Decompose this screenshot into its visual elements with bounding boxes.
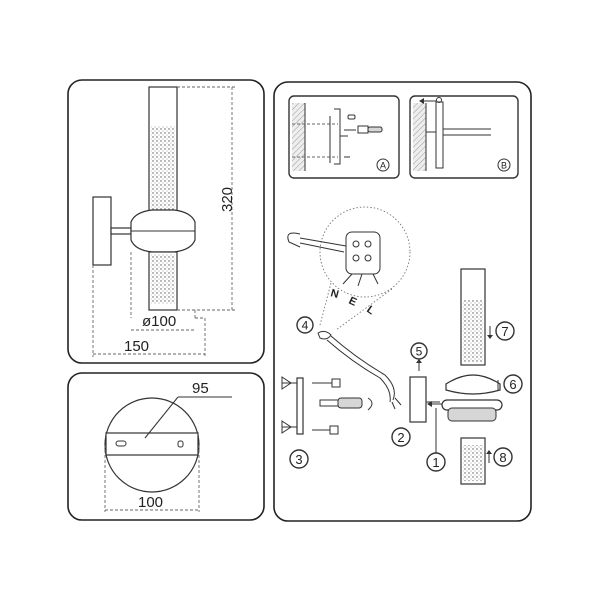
detail-b: B — [409, 95, 519, 179]
step-8-arrow-icon — [486, 450, 492, 454]
plate-height-leader — [144, 396, 179, 439]
step-3-label: 3 — [295, 452, 302, 467]
detail-a-frame — [288, 95, 400, 179]
detail-b-frame — [409, 95, 519, 179]
mounting-slot-left — [115, 440, 127, 447]
plate-diameter-label: 100 — [138, 494, 163, 511]
diameter-label: ø100 — [142, 313, 176, 330]
step-7-badge — [495, 321, 515, 341]
mains-cable-b — [326, 339, 391, 403]
hub-arrow-icon — [427, 401, 432, 407]
screw-top-head — [331, 378, 341, 388]
wire-lead-b — [299, 242, 345, 253]
terminal-leads — [342, 273, 379, 287]
wire-hook — [287, 232, 301, 248]
detail-a-dowel — [347, 114, 356, 120]
detail-a: A — [288, 95, 400, 179]
installation-frame — [273, 81, 532, 522]
mounting-bracket — [296, 377, 304, 435]
detail-b-label: B — [501, 161, 507, 171]
magnifier-tangent-left — [319, 282, 332, 326]
lamp-arm — [110, 227, 132, 235]
step-1-label: 1 — [432, 455, 439, 470]
bracket-top-pin — [281, 376, 297, 390]
plate-assembly: 2 5 1 — [391, 342, 446, 472]
plate-view-panel: 95 100 — [67, 372, 265, 521]
projection-label: 150 — [124, 338, 149, 355]
terminal-screw-2 — [364, 240, 372, 248]
wall-plate-part — [409, 376, 427, 423]
mains-cable-a — [330, 335, 395, 401]
step-2-label: 2 — [397, 430, 404, 445]
terminal-block — [345, 231, 381, 275]
center-hub — [447, 407, 497, 422]
step-8-label: 8 — [499, 450, 506, 465]
lower-shade-texture — [151, 254, 175, 304]
step-4-label: 4 — [302, 319, 309, 333]
terminal-screw-1 — [352, 240, 360, 248]
arrow-up-icon — [416, 359, 422, 363]
lower-shade-part-texture — [463, 445, 483, 481]
wire-lead-a — [299, 237, 347, 247]
detail-b-screw-head — [436, 97, 442, 103]
cable-ends — [391, 397, 402, 410]
step-7-label: 7 — [501, 324, 508, 339]
wall-plate — [92, 196, 112, 266]
terminal-screw-4 — [364, 254, 372, 262]
lamp-assembly: 7 6 8 — [427, 268, 523, 485]
magnifier-tangent-right — [335, 288, 393, 331]
detail-b-wall — [413, 103, 426, 171]
wire-letter-e: E — [347, 295, 359, 309]
side-view-panel: 320 ø100 150 — [67, 79, 265, 364]
wire-letter-n: N — [329, 287, 340, 301]
step-5-label: 5 — [416, 345, 423, 359]
step-6-badge — [503, 374, 523, 394]
terminal-screw-3 — [352, 254, 360, 262]
detail-a-wall — [292, 103, 305, 171]
mounting-hardware: 3 — [281, 376, 373, 469]
mounting-bar — [105, 432, 199, 456]
screw-bottom-head — [329, 425, 339, 435]
arrow-left-icon — [419, 98, 424, 104]
mounting-slot-right — [177, 440, 184, 448]
step-4-badge — [296, 316, 314, 334]
step-6-label: 6 — [509, 377, 516, 392]
height-label: 320 — [219, 187, 236, 212]
screwdriver-handle-icon — [337, 397, 363, 409]
screwdriver-icon — [367, 126, 383, 133]
step-8-badge — [493, 447, 513, 467]
arrow-down-icon — [487, 335, 493, 339]
detail-b-badge — [497, 158, 511, 172]
installation-panel: A B — [273, 81, 532, 522]
step-2-badge — [391, 427, 411, 447]
magnifier-circle — [319, 206, 411, 298]
step-1-badge — [426, 452, 446, 472]
detail-a-badge — [376, 158, 390, 172]
upper-shade-part-texture — [463, 300, 483, 362]
rotate-arrow-icon — [367, 397, 373, 411]
step-3-badge — [289, 449, 309, 469]
cable-connector — [317, 330, 332, 340]
detail-a-label: A — [380, 161, 386, 171]
bracket-bottom-pin — [281, 420, 297, 434]
upper-shade-texture — [151, 126, 175, 210]
plate-height-label: 95 — [192, 380, 209, 397]
decorative-ring — [445, 374, 501, 395]
